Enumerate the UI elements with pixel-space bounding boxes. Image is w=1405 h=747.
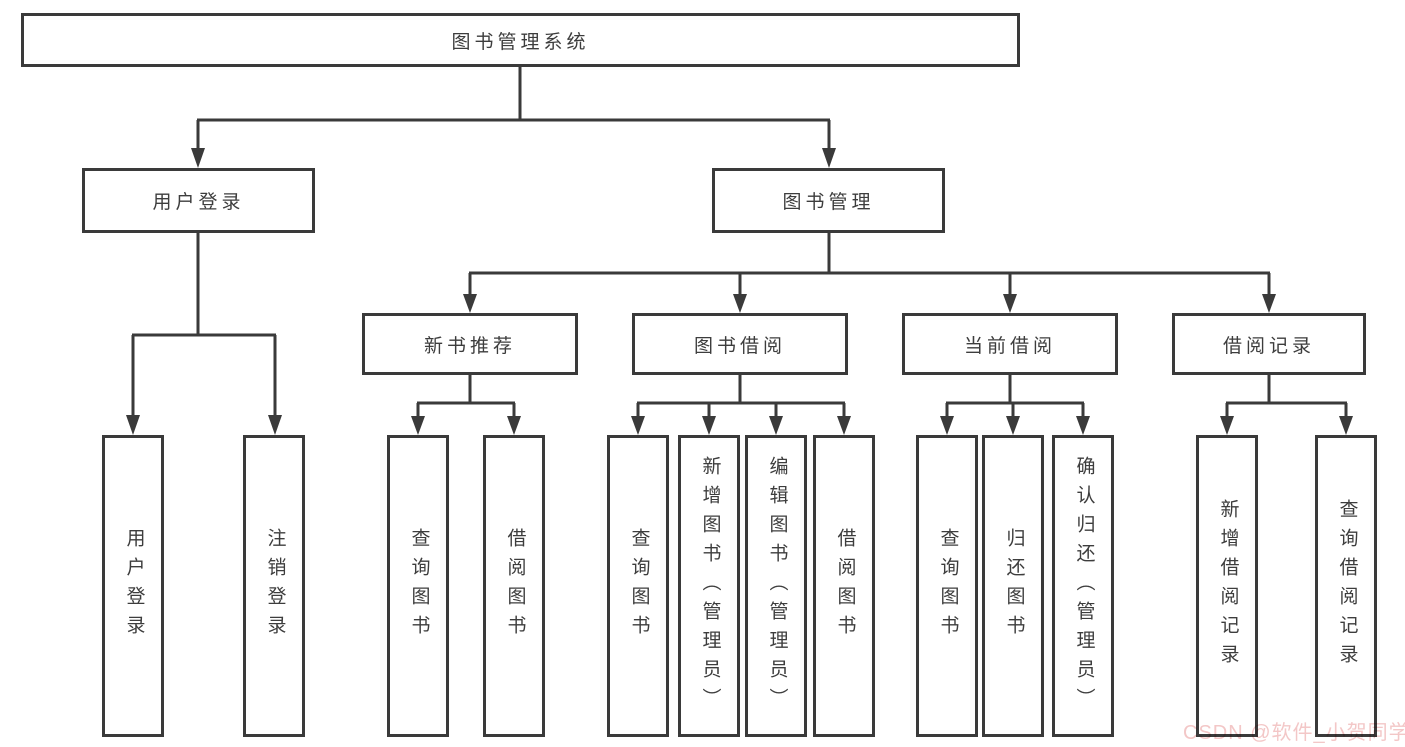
arrowheads-level2: [191, 148, 836, 168]
node-label: 借阅图书: [834, 528, 856, 644]
connector-lines-borrow-records: [1225, 375, 1348, 418]
leaf-borrow-books: 借阅图书: [813, 435, 875, 737]
node-new-book-recommend: 新书推荐: [362, 313, 578, 375]
leaf-query-books-recommend: 查询图书: [387, 435, 449, 737]
connector-lines-new-book-recommend: [416, 375, 516, 418]
connector-lines-book-management: [468, 233, 1271, 296]
leaf-query-books-current: 查询图书: [916, 435, 978, 737]
node-label: 查询图书: [408, 528, 430, 644]
node-book-management-system: 图书管理系统: [21, 13, 1020, 67]
arrowheads-leaves: [126, 415, 1353, 435]
leaf-add-books-admin: 新增图书（管理员）: [678, 435, 740, 737]
node-label: 借阅记录: [1222, 335, 1315, 357]
node-book-management: 图书管理: [712, 168, 945, 233]
node-label: 编辑图书（管理员）: [766, 455, 788, 717]
node-label: 用户登录: [152, 192, 245, 213]
node-label: 新书推荐: [423, 335, 516, 357]
leaf-query-books-borrow: 查询图书: [607, 435, 669, 737]
arrowheads-level3: [463, 294, 1276, 313]
connector-lines-book-borrow: [636, 375, 846, 418]
leaf-user-login: 用户登录: [102, 435, 164, 737]
leaf-confirm-return-admin: 确认归还（管理员）: [1052, 435, 1114, 737]
node-label: 注销登录: [264, 528, 286, 644]
leaf-query-borrow-record: 查询借阅记录: [1315, 435, 1377, 737]
node-label: 图书借阅: [693, 335, 786, 357]
node-label: 图书管理系统: [451, 31, 590, 53]
connector-lines-root: [196, 67, 831, 150]
leaf-borrow-books-recommend: 借阅图书: [483, 435, 545, 737]
connector-lines-current-borrow: [945, 375, 1085, 418]
node-label: 借阅图书: [504, 528, 526, 644]
node-user-login: 用户登录: [82, 168, 315, 233]
node-borrow-records: 借阅记录: [1172, 313, 1366, 375]
node-label: 用户登录: [123, 528, 145, 644]
node-label: 查询图书: [937, 528, 959, 644]
node-label: 当前借阅: [963, 335, 1056, 357]
connector-lines-user-login: [131, 233, 277, 418]
leaf-add-borrow-record: 新增借阅记录: [1196, 435, 1258, 737]
leaf-return-books: 归还图书: [982, 435, 1044, 737]
node-book-borrow: 图书借阅: [632, 313, 848, 375]
leaf-logout: 注销登录: [243, 435, 305, 737]
node-label: 查询图书: [628, 528, 650, 644]
node-label: 图书管理: [782, 192, 875, 213]
csdn-watermark: CSDN @软件_小贺同学: [1183, 722, 1405, 744]
node-label: 查询借阅记录: [1336, 499, 1358, 673]
node-current-borrow: 当前借阅: [902, 313, 1118, 375]
leaf-edit-books-admin: 编辑图书（管理员）: [745, 435, 807, 737]
node-label: 新增借阅记录: [1217, 499, 1239, 673]
node-label: 确认归还（管理员）: [1073, 455, 1095, 717]
node-label: 新增图书（管理员）: [699, 455, 721, 717]
node-label: 归还图书: [1003, 528, 1025, 644]
